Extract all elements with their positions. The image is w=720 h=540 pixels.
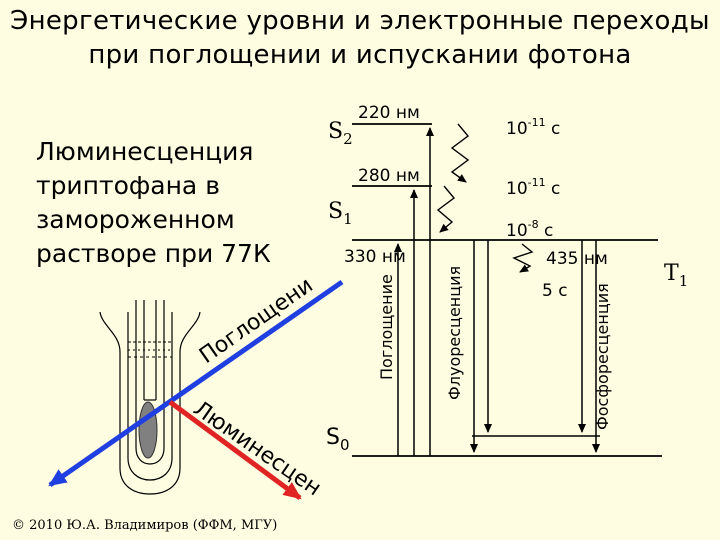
lifetime-2: 10-11 с [506,176,560,199]
note-line-4: растворе при 77К [36,239,271,268]
lifetime-1: 10-11 с [506,116,560,139]
lifetime-3: 10-8 с [506,218,553,241]
title-line-2: при поглощении и испускании фотона [88,40,632,70]
s2-label: S2 [328,119,353,148]
s0-label: S0 [326,425,350,454]
wavelength-220: 220 нм [358,103,420,123]
wavelength-330: 330 нм [344,247,406,267]
note-line-1: Люминесценция [36,137,254,166]
dewar-vessel [99,300,201,495]
s1-label: S1 [328,199,353,228]
t1-label: T1 [664,261,688,290]
fluorescence-process-label: Флуоресценция [445,266,464,400]
copyright: © 2010 Ю.А. Владимиров (ФФМ, МГУ) [12,518,278,533]
relaxation-wavy-arrow-2 [436,185,456,233]
wavelength-280: 280 нм [358,166,420,186]
wavelength-435: 435 нм [546,249,608,269]
relaxation-wavy-arrow-1 [450,123,470,183]
title-line-1: Энергетические уровни и электронные пере… [10,6,710,36]
luminescence-ray [168,399,302,501]
lifetime-4: 5 с [542,281,568,301]
phosphorescence-process-label: Фосфоресценция [593,283,612,430]
note-line-3: замороженном [36,205,235,234]
isc-wavy-arrow [512,243,534,273]
absorption-ray-label: Поглощение [0,0,318,369]
luminescence-ray-label: Люминесценция [0,0,325,501]
absorption-ray [48,279,344,488]
absorption-process-label: Поглощение [377,274,396,380]
note-line-2: триптофана в [36,171,220,200]
